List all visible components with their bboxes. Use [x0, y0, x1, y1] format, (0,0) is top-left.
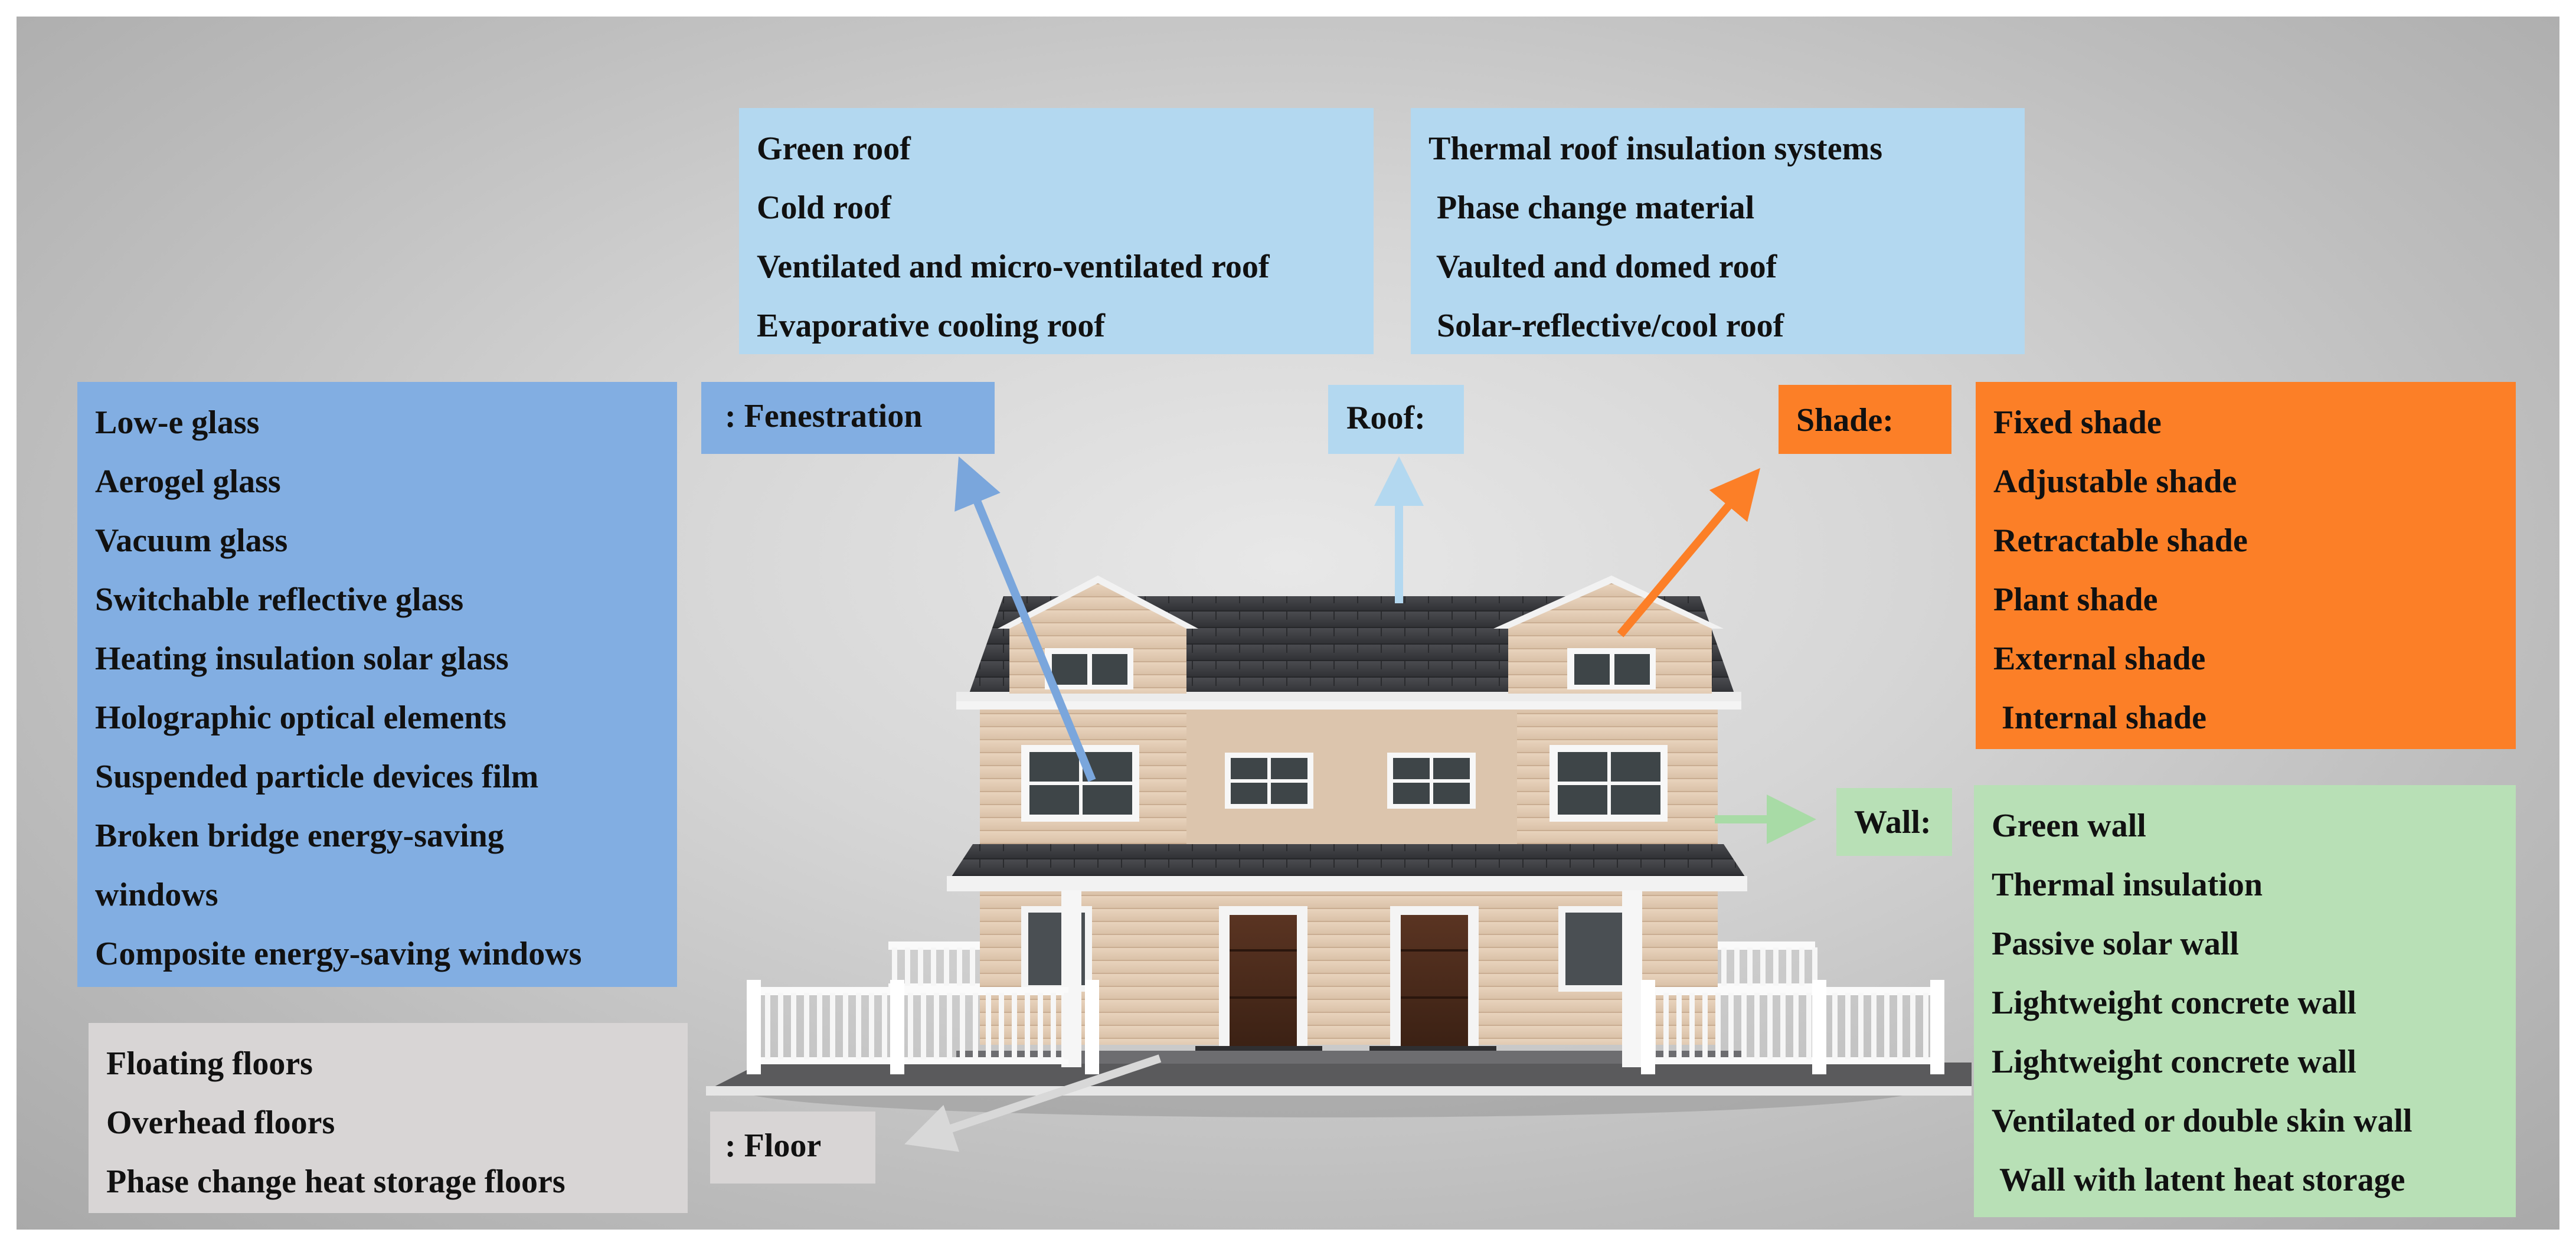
roof-item: Vaulted and domed roof [1428, 249, 1777, 285]
roof-item: Thermal roof insulation systems [1428, 130, 1882, 167]
fenestration-item: Composite energy-saving windows [95, 936, 582, 972]
roof-item: Solar-reflective/cool roof [1428, 308, 1784, 344]
roof-item: Green roof [757, 130, 911, 167]
wall-item: Thermal insulation [1992, 867, 2263, 903]
wall-item: Passive solar wall [1992, 926, 2239, 962]
roof-item: Evaporative cooling roof [757, 308, 1106, 344]
roof-list-left: Green roof Cold roof Ventilated and micr… [739, 108, 1374, 354]
upper-windows [1021, 745, 1668, 822]
roof-list-right: Thermal roof insulation systems Phase ch… [1411, 108, 2025, 354]
shade-item: Adjustable shade [1993, 463, 2237, 500]
wall-list: Green wall Thermal insulation Passive so… [1974, 785, 2516, 1217]
shade-item: Fixed shade [1993, 404, 2162, 441]
shade-item: Plant shade [1993, 581, 2158, 618]
fenestration-item: Vacuum glass [95, 522, 288, 559]
ground-floor [956, 890, 1741, 1067]
roof-item: Cold roof [757, 189, 891, 226]
fenestration-item: Low-e glass [95, 404, 260, 441]
wall-label: Wall: [1836, 788, 1952, 856]
roof-item: Phase change material [1428, 189, 1755, 226]
shade-arrow [1617, 468, 1761, 638]
floor-arrow [904, 1054, 1162, 1152]
fenestration-item: Suspended particle devices film [95, 759, 539, 795]
floor-item: Floating floors [106, 1045, 313, 1082]
shade-item: Internal shade [1993, 699, 2206, 736]
porch-roof [947, 844, 1747, 891]
floor-item: Overhead floors [106, 1104, 335, 1141]
fenestration-item: Aerogel glass [95, 463, 281, 500]
wall-item: Green wall [1992, 808, 2146, 844]
shade-item: External shade [1993, 640, 2206, 677]
wall-item: Lightweight concrete wall [1992, 985, 2356, 1021]
fenestration-arrow [954, 456, 1096, 782]
floor-item: Phase change heat storage floors [106, 1163, 565, 1200]
fenestration-item: Broken bridge energy-saving [95, 818, 504, 854]
main-roof [956, 576, 1741, 701]
shade-item: Retractable shade [1993, 522, 2248, 559]
shade-list: Fixed shade Adjustable shade Retractable… [1976, 382, 2516, 749]
wall-item: Lightweight concrete wall [1992, 1044, 2356, 1080]
floor-label: : Floor [710, 1112, 875, 1184]
roof-label: Roof: [1328, 385, 1464, 454]
fenestration-item: Heating insulation solar glass [95, 640, 509, 677]
fenestration-item: Switchable reflective glass [95, 581, 464, 618]
wall-item: Wall with latent heat storage [1992, 1162, 2405, 1198]
wall-item: Ventilated or double skin wall [1992, 1103, 2412, 1139]
fenestration-item: windows [95, 877, 218, 913]
fenestration-list: Low-e glass Aerogel glass Vacuum glass S… [77, 382, 677, 987]
fenestration-label: : Fenestration [701, 382, 995, 454]
floor-list: Floating floors Overhead floors Phase ch… [89, 1023, 688, 1213]
fenestration-item: Holographic optical elements [95, 699, 506, 736]
porch-railings [747, 942, 1944, 1074]
shade-label: Shade: [1779, 385, 1951, 454]
roof-item: Ventilated and micro-ventilated roof [757, 249, 1270, 285]
